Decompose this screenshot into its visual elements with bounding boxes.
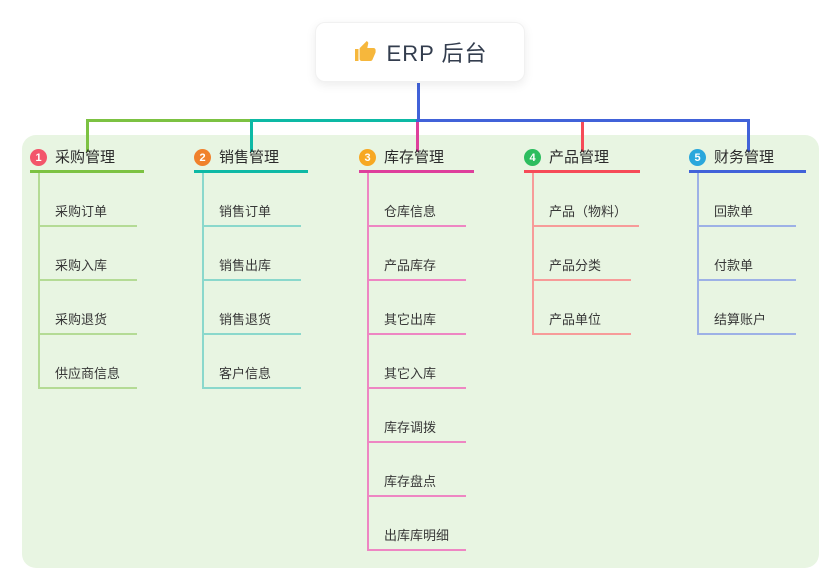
mindmap-item[interactable]: 客户信息 [204, 335, 301, 389]
branch-label: 财务管理 [714, 149, 775, 166]
branch-drop-line [747, 121, 750, 152]
branch-label: 产品管理 [549, 149, 610, 166]
mindmap-item[interactable]: 产品分类 [534, 227, 631, 281]
branch-header-3[interactable]: 3 库存管理 [359, 148, 474, 173]
mindmap-item[interactable]: 回款单 [699, 173, 796, 227]
branch-header-4[interactable]: 4 产品管理 [524, 148, 640, 173]
branch-number-badge: 5 [689, 149, 706, 166]
branch-drop-line [416, 121, 419, 152]
mindmap-item[interactable]: 产品库存 [369, 227, 466, 281]
thumbs-up-icon [354, 41, 376, 61]
mindmap-item[interactable]: 采购订单 [40, 173, 137, 227]
branch-column-2: 2 销售管理销售订单销售出库销售退货客户信息 [194, 148, 308, 389]
mindmap-item[interactable]: 其它出库 [369, 281, 466, 335]
branch-items: 销售订单销售出库销售退货客户信息 [202, 173, 308, 389]
root-drop-line [417, 83, 420, 121]
mindmap-item[interactable]: 仓库信息 [369, 173, 466, 227]
mindmap-item[interactable]: 库存盘点 [369, 443, 466, 497]
branch-items: 产品（物料）产品分类产品单位 [532, 173, 640, 335]
mindmap-item[interactable]: 采购入库 [40, 227, 137, 281]
mindmap-item[interactable]: 出库库明细 [369, 497, 466, 551]
branch-number-badge: 3 [359, 149, 376, 166]
branch-header-1[interactable]: 1 采购管理 [30, 148, 144, 173]
branch-number-badge: 1 [30, 149, 47, 166]
mindmap-item[interactable]: 产品（物料） [534, 173, 640, 227]
root-title: ERP 后台 [386, 41, 488, 66]
branch-column-1: 1 采购管理采购订单采购入库采购退货供应商信息 [30, 148, 144, 389]
branch-drop-line [581, 121, 584, 152]
mindmap-item[interactable]: 结算账户 [699, 281, 796, 335]
branch-number-badge: 2 [194, 149, 211, 166]
branch-number-badge: 4 [524, 149, 541, 166]
mindmap-item[interactable]: 销售出库 [204, 227, 301, 281]
root-node[interactable]: ERP 后台 [315, 22, 525, 82]
branch-column-4: 4 产品管理产品（物料）产品分类产品单位 [524, 148, 640, 335]
connector-segment-green [86, 119, 253, 122]
connector-segment-teal [250, 119, 419, 122]
branch-items: 仓库信息产品库存其它出库其它入库库存调拨库存盘点出库库明细 [367, 173, 474, 551]
connector-segment-blue [416, 119, 750, 122]
branch-drop-line [250, 121, 253, 152]
branch-items: 回款单付款单结算账户 [697, 173, 806, 335]
branch-column-5: 5 财务管理回款单付款单结算账户 [689, 148, 806, 335]
mindmap-item[interactable]: 其它入库 [369, 335, 466, 389]
branch-label: 采购管理 [55, 149, 116, 166]
branch-drop-line [86, 121, 89, 152]
branch-column-3: 3 库存管理仓库信息产品库存其它出库其它入库库存调拨库存盘点出库库明细 [359, 148, 474, 551]
mindmap-item[interactable]: 产品单位 [534, 281, 631, 335]
mindmap-item[interactable]: 采购退货 [40, 281, 137, 335]
mindmap-item[interactable]: 销售订单 [204, 173, 301, 227]
branch-header-5[interactable]: 5 财务管理 [689, 148, 806, 173]
branch-items: 采购订单采购入库采购退货供应商信息 [38, 173, 144, 389]
branch-label: 库存管理 [384, 149, 445, 166]
branch-header-2[interactable]: 2 销售管理 [194, 148, 308, 173]
mindmap-item[interactable]: 销售退货 [204, 281, 301, 335]
mindmap-item[interactable]: 库存调拨 [369, 389, 466, 443]
mindmap-item[interactable]: 供应商信息 [40, 335, 137, 389]
branch-label: 销售管理 [219, 149, 280, 166]
mindmap-item[interactable]: 付款单 [699, 227, 796, 281]
